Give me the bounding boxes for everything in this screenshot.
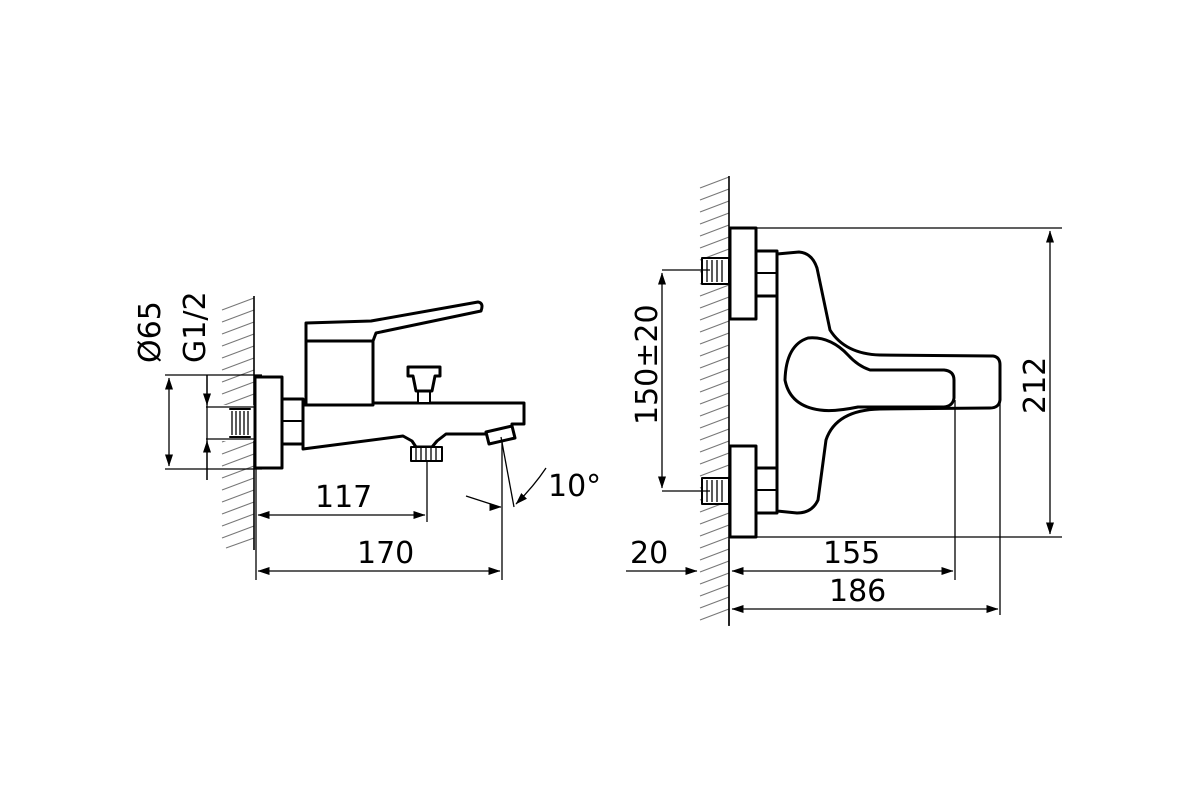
label-angle: 10° [548, 469, 601, 504]
label-212: 212 [1018, 357, 1053, 414]
diverter-knob [406, 365, 442, 404]
label-170: 170 [357, 536, 414, 571]
lever-handle [304, 300, 484, 343]
mixer-body [301, 401, 526, 451]
label-155: 155 [823, 536, 880, 571]
hose-outlet-thread [410, 446, 443, 462]
cartridge-housing [304, 334, 375, 407]
front-view: 150±20 212 20 155 186 [626, 176, 1062, 626]
label-thread: G1/2 [178, 291, 213, 363]
label-186: 186 [829, 574, 886, 609]
lever-front [783, 336, 956, 413]
angle-indicator [465, 436, 547, 511]
bottom-wall-connector [701, 444, 779, 539]
wall-hatch-right [699, 176, 730, 626]
label-150: 150±20 [630, 304, 665, 425]
spout-outlet [484, 424, 517, 446]
top-wall-connector [701, 226, 779, 321]
label-117: 117 [315, 480, 372, 515]
label-20: 20 [630, 536, 668, 571]
side-view: Ø65 G1/2 117 170 10° [133, 291, 601, 580]
label-diameter: Ø65 [133, 301, 168, 363]
escutcheon-plate [253, 375, 284, 470]
wall-connector-thread [206, 405, 254, 441]
